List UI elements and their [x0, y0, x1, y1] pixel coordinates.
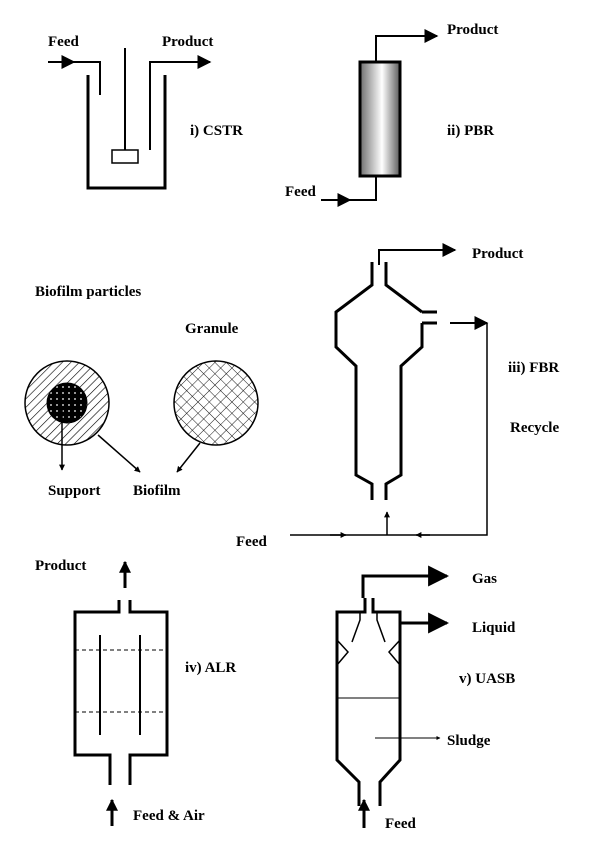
alr-title: iv) ALR: [185, 660, 236, 676]
biofilm-pointer-left: [97, 434, 141, 473]
biofilm-pointer-right: [176, 442, 201, 473]
pbr-feed-label: Feed: [285, 184, 316, 200]
cstr-title: i) CSTR: [190, 123, 243, 139]
cstr-product-label: Product: [162, 34, 213, 50]
cstr-vessel: [86, 75, 167, 190]
fbr-left-wall: [334, 262, 374, 500]
uasb-left-baffle: [351, 612, 361, 643]
granule-label: Granule: [185, 321, 239, 337]
uasb-reactor: Gas Liquid v) UASB Sludge Feed: [335, 565, 516, 832]
pbr-feed-pipe: [321, 176, 377, 201]
cstr-reactor: Feed Product i) CSTR: [48, 34, 243, 190]
uasb-right-wall: [371, 598, 402, 806]
fbr-title: iii) FBR: [508, 360, 559, 376]
pbr-column: [358, 60, 402, 178]
cstr-product-pipe: [149, 55, 212, 150]
uasb-left-wall: [335, 598, 367, 806]
alr-reactor: Product iv) ALR Feed & Air: [35, 558, 236, 826]
biofilm-label: Biofilm: [133, 483, 181, 499]
uasb-gas-pipe: [361, 565, 450, 598]
biofilm-particles: Biofilm particles Granule Support Biofil…: [24, 284, 259, 499]
fbr-feed-label: Feed: [236, 534, 267, 550]
cstr-impeller: [111, 149, 139, 164]
pbr-product-label: Product: [447, 22, 498, 38]
support-core: [46, 382, 88, 424]
cstr-feed-pipe: [48, 61, 101, 95]
pbr-product-pipe: [375, 29, 439, 62]
fbr-product-label: Product: [472, 246, 523, 262]
uasb-sludge-label: Sludge: [447, 733, 491, 749]
uasb-right-baffle: [376, 612, 386, 643]
alr-right-wall: [128, 600, 169, 785]
uasb-gas-label: Gas: [472, 571, 497, 587]
alr-left-wall: [73, 600, 121, 785]
uasb-feed-label: Feed: [385, 816, 416, 832]
granule-particle: [173, 360, 259, 446]
pbr-reactor: Product Feed ii) PBR: [285, 22, 498, 207]
fbr-recycle-loop: [416, 323, 488, 536]
uasb-title: v) UASB: [459, 671, 515, 687]
support-label: Support: [48, 483, 101, 499]
biofilm-heading: Biofilm particles: [35, 284, 141, 300]
cstr-feed-label: Feed: [48, 34, 79, 50]
alr-feed-label: Feed & Air: [133, 808, 205, 824]
uasb-liquid-label: Liquid: [472, 620, 516, 636]
pbr-title: ii) PBR: [447, 123, 494, 139]
fbr-right-wall: [384, 323, 424, 500]
fbr-recycle-label: Recycle: [510, 420, 559, 436]
fbr-reactor: Product iii) FBR Recycle Feed: [236, 243, 559, 550]
fbr-right-top-wall: [384, 262, 423, 314]
uasb-right-deflector: [388, 639, 401, 666]
fbr-product-pipe: [378, 243, 457, 265]
alr-product-label: Product: [35, 558, 86, 574]
uasb-left-deflector: [336, 639, 349, 666]
